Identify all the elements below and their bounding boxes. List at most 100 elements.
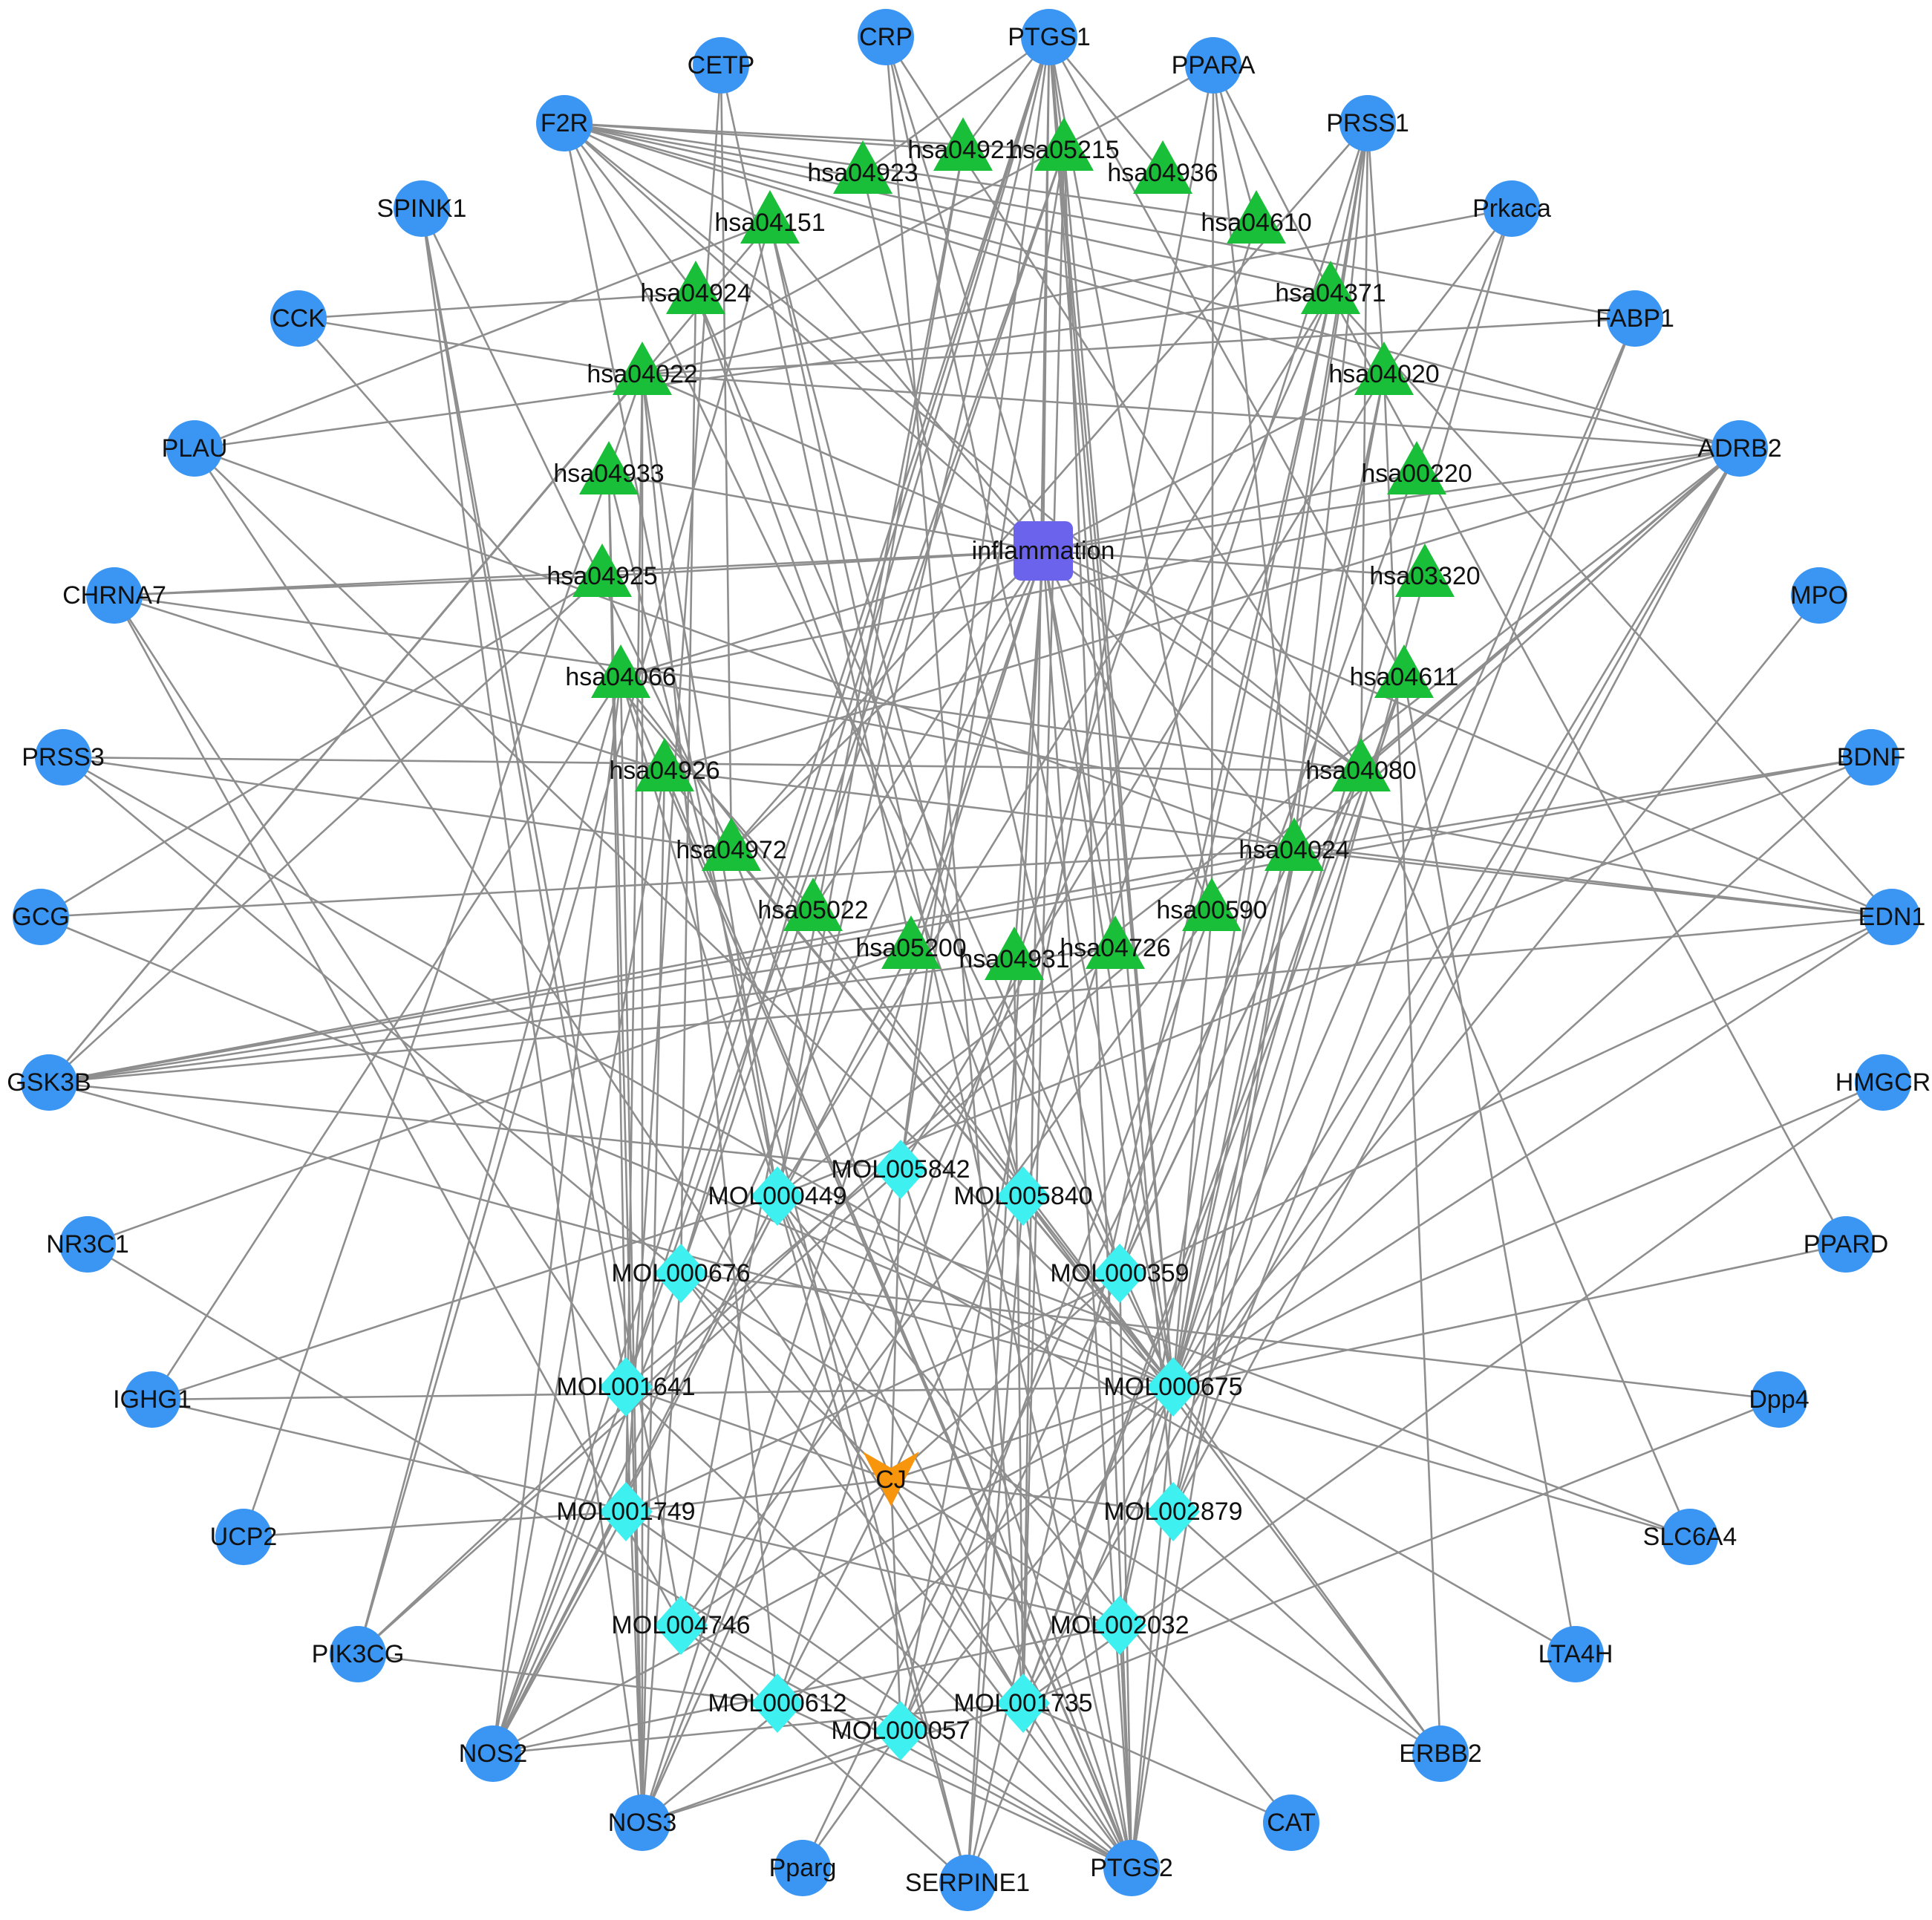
- node-PPARA[interactable]: PPARA: [1172, 37, 1256, 94]
- node-LTA4H[interactable]: LTA4H: [1538, 1626, 1613, 1682]
- node-NR3C1[interactable]: NR3C1: [46, 1216, 129, 1273]
- node-IGHG1[interactable]: IGHG1: [113, 1371, 192, 1428]
- node-hsa04611[interactable]: hsa04611: [1350, 644, 1459, 698]
- node-CCK[interactable]: CCK: [270, 290, 327, 347]
- node-label: PTGS2: [1090, 1854, 1172, 1882]
- node-label: GCG: [12, 903, 69, 931]
- node-hsa04151[interactable]: hsa04151: [714, 190, 826, 244]
- node-CHRNA7[interactable]: CHRNA7: [62, 567, 166, 624]
- node-GCG[interactable]: GCG: [12, 889, 70, 945]
- compound-shape: [996, 1674, 1050, 1733]
- gene-shape: [1818, 1216, 1874, 1273]
- node-hsa04066[interactable]: hsa04066: [565, 644, 676, 698]
- edge-NOS3-hsa04926: [641, 770, 666, 1823]
- gene-shape: [1791, 567, 1847, 624]
- node-PRSS3[interactable]: PRSS3: [22, 729, 105, 786]
- herb-shape: [863, 1452, 919, 1506]
- node-F2R[interactable]: F2R: [536, 95, 593, 151]
- node-hsa04924[interactable]: hsa04924: [640, 261, 751, 314]
- node-PPARD[interactable]: PPARD: [1804, 1216, 1889, 1273]
- edge-PTGS1-MOL001735: [1022, 36, 1051, 1704]
- node-label: PTGS1: [1008, 23, 1090, 51]
- node-hsa04080[interactable]: hsa04080: [1305, 738, 1417, 791]
- node-MOL000676[interactable]: MOL000676: [611, 1244, 751, 1303]
- node-hsa04926[interactable]: hsa04926: [609, 738, 720, 791]
- node-NOS3[interactable]: NOS3: [608, 1795, 677, 1851]
- node-CRP[interactable]: CRP: [858, 9, 914, 65]
- node-hsa04921[interactable]: hsa04921: [907, 117, 1019, 171]
- node-hsa04933[interactable]: hsa04933: [553, 441, 665, 494]
- node-hsa04371[interactable]: hsa04371: [1275, 261, 1386, 314]
- node-Pparg[interactable]: Pparg: [769, 1840, 837, 1896]
- node-Prkaca[interactable]: Prkaca: [1472, 180, 1551, 237]
- node-label: NOS3: [608, 1809, 677, 1837]
- node-MOL005842[interactable]: MOL005842: [831, 1140, 970, 1199]
- node-hsa05200[interactable]: hsa05200: [855, 915, 967, 969]
- node-MOL000057[interactable]: MOL000057: [831, 1701, 970, 1760]
- node-MOL001749[interactable]: MOL001749: [556, 1482, 696, 1541]
- edge-EDN1-GSK3B: [48, 915, 1893, 1084]
- node-MOL001641[interactable]: MOL001641: [556, 1357, 696, 1417]
- node-hsa04972[interactable]: hsa04972: [676, 817, 787, 871]
- node-PRSS1[interactable]: PRSS1: [1326, 95, 1409, 151]
- node-NOS2[interactable]: NOS2: [459, 1725, 528, 1782]
- node-hsa04726[interactable]: hsa04726: [1060, 915, 1171, 969]
- node-hsa03320[interactable]: hsa03320: [1369, 543, 1481, 597]
- node-SERPINE1[interactable]: SERPINE1: [905, 1855, 1030, 1911]
- node-hsa04931[interactable]: hsa04931: [959, 927, 1070, 980]
- node-hsa04024[interactable]: hsa04024: [1238, 817, 1350, 871]
- node-inflammation[interactable]: inflammation: [972, 521, 1115, 581]
- node-hsa04022[interactable]: hsa04022: [587, 342, 698, 395]
- node-MOL000449[interactable]: MOL000449: [708, 1166, 847, 1226]
- node-MOL002879[interactable]: MOL002879: [1103, 1482, 1243, 1541]
- node-hsa05022[interactable]: hsa05022: [757, 878, 869, 931]
- node-MPO[interactable]: MPO: [1790, 567, 1848, 624]
- edge-MOL000057-hsa04080: [899, 770, 1362, 1731]
- edge-BDNF-GSK3B: [48, 756, 1872, 1084]
- edge-CJ-MOL000676: [680, 1273, 892, 1480]
- node-MOL002032[interactable]: MOL002032: [1050, 1596, 1189, 1655]
- node-label: hsa04066: [565, 663, 676, 691]
- node-FABP1[interactable]: FABP1: [1596, 290, 1674, 347]
- node-ADRB2[interactable]: ADRB2: [1697, 420, 1782, 477]
- node-PTGS1[interactable]: PTGS1: [1008, 9, 1091, 65]
- node-MOL004746[interactable]: MOL004746: [611, 1596, 751, 1655]
- edge-HMGCR-MOL001735: [1022, 1081, 1884, 1705]
- node-hsa00590[interactable]: hsa00590: [1156, 878, 1267, 931]
- node-MOL000675[interactable]: MOL000675: [1103, 1357, 1243, 1417]
- node-hsa04923[interactable]: hsa04923: [807, 140, 918, 194]
- node-GSK3B[interactable]: GSK3B: [7, 1054, 91, 1111]
- edge-CETP-hsa04972: [719, 65, 733, 851]
- edge-ADRB2-MOL000675: [1172, 448, 1741, 1388]
- node-BDNF[interactable]: BDNF: [1837, 729, 1906, 786]
- node-MOL001735[interactable]: MOL001735: [953, 1674, 1093, 1733]
- node-MOL005840[interactable]: MOL005840: [953, 1166, 1093, 1226]
- node-label: BDNF: [1837, 743, 1906, 771]
- node-PIK3CG[interactable]: PIK3CG: [312, 1626, 405, 1682]
- node-CJ[interactable]: CJ: [863, 1452, 919, 1506]
- node-PTGS2[interactable]: PTGS2: [1090, 1840, 1173, 1896]
- node-CETP[interactable]: CETP: [688, 37, 755, 94]
- edge-PRSS1-hsa04972: [731, 123, 1368, 851]
- node-hsa04610[interactable]: hsa04610: [1201, 190, 1312, 244]
- node-UCP2[interactable]: UCP2: [210, 1509, 278, 1565]
- node-label: EDN1: [1858, 903, 1926, 931]
- node-SPINK1[interactable]: SPINK1: [377, 180, 467, 237]
- node-SLC6A4[interactable]: SLC6A4: [1643, 1509, 1737, 1565]
- node-hsa04925[interactable]: hsa04925: [546, 543, 658, 597]
- node-hsa05215[interactable]: hsa05215: [1008, 117, 1120, 171]
- node-MOL000612[interactable]: MOL000612: [708, 1674, 847, 1733]
- edge-NR3C1-MOL000057: [87, 1243, 901, 1732]
- node-ERBB2[interactable]: ERBB2: [1399, 1725, 1482, 1782]
- node-Dpp4[interactable]: Dpp4: [1749, 1371, 1809, 1428]
- node-hsa04936[interactable]: hsa04936: [1107, 140, 1218, 194]
- node-MOL000359[interactable]: MOL000359: [1050, 1244, 1189, 1303]
- edge-PLAU-hsa04371: [194, 292, 1331, 450]
- edge-CJ-MOL001749: [625, 1478, 892, 1513]
- node-EDN1[interactable]: EDN1: [1858, 889, 1926, 945]
- node-HMGCR[interactable]: HMGCR: [1835, 1054, 1931, 1111]
- node-hsa00220[interactable]: hsa00220: [1361, 441, 1472, 494]
- node-CAT[interactable]: CAT: [1263, 1795, 1319, 1851]
- node-hsa04020[interactable]: hsa04020: [1328, 342, 1440, 395]
- node-PLAU[interactable]: PLAU: [162, 420, 228, 477]
